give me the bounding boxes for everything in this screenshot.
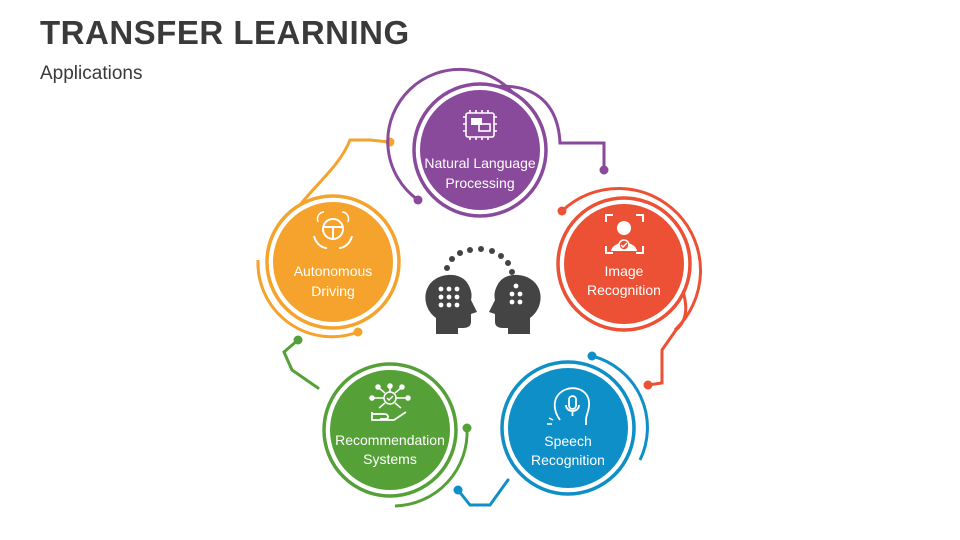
right-head-dots <box>509 283 523 305</box>
connector-dot-speech <box>453 485 463 495</box>
node-speech-disc <box>508 368 628 488</box>
node-speech-outer-arc <box>591 354 649 461</box>
node-nlp-line1: Natural Language <box>424 155 536 171</box>
node-recommend-line2: Systems <box>363 451 417 467</box>
node-nlp: Natural Language Processing <box>386 67 548 218</box>
node-nlp-disc <box>420 90 540 210</box>
left-head-dots <box>438 286 460 308</box>
connector-speech <box>456 478 510 507</box>
node-speech: Speech Recognition <box>500 351 649 496</box>
node-driving-disc <box>273 202 393 322</box>
node-driving: Autonomous Driving <box>256 194 401 339</box>
node-speech-line2: Recognition <box>531 452 605 468</box>
node-speech-arc-dot <box>587 351 597 361</box>
page-subtitle: Applications <box>40 63 143 84</box>
node-image-arc-dot <box>557 206 567 216</box>
connector-dot-image <box>643 380 653 390</box>
node-image-disc <box>564 204 684 324</box>
page-title: TRANSFER LEARNING <box>40 14 410 51</box>
node-nlp-arc-dot <box>413 195 423 205</box>
right-head <box>489 274 541 334</box>
two-heads-icon <box>425 246 541 334</box>
node-image-line1: Image <box>605 263 644 279</box>
node-recommend-disc <box>330 370 450 490</box>
node-image: Image Recognition <box>556 187 703 332</box>
node-recommend: Recommendation Systems <box>322 362 472 508</box>
node-driving-arc-dot <box>353 327 363 337</box>
connector-dot-recommend <box>293 335 303 345</box>
voice-head-icon <box>547 387 591 425</box>
connector-driving <box>298 138 392 207</box>
face-scan-icon <box>605 214 644 254</box>
center-dot-arc <box>444 246 515 275</box>
node-speech-line1: Speech <box>544 433 591 449</box>
node-nlp-line2: Processing <box>445 175 514 191</box>
node-recommend-arc-dot <box>462 423 472 433</box>
node-image-line2: Recognition <box>587 282 661 298</box>
node-recommend-outer-arc <box>394 427 469 508</box>
node-driving-line1: Autonomous <box>294 263 373 279</box>
node-image-outer-arc <box>560 187 703 332</box>
hand-network-icon <box>369 383 411 421</box>
steering-wheel-icon <box>313 211 353 249</box>
connector-recommend <box>282 338 320 390</box>
chip-chat-icon <box>463 110 497 140</box>
node-driving-line2: Driving <box>311 283 355 299</box>
node-recommend-line1: Recommendation <box>335 432 445 448</box>
connector-dot-nlp <box>599 165 609 175</box>
node-driving-outer-arc <box>256 259 359 339</box>
